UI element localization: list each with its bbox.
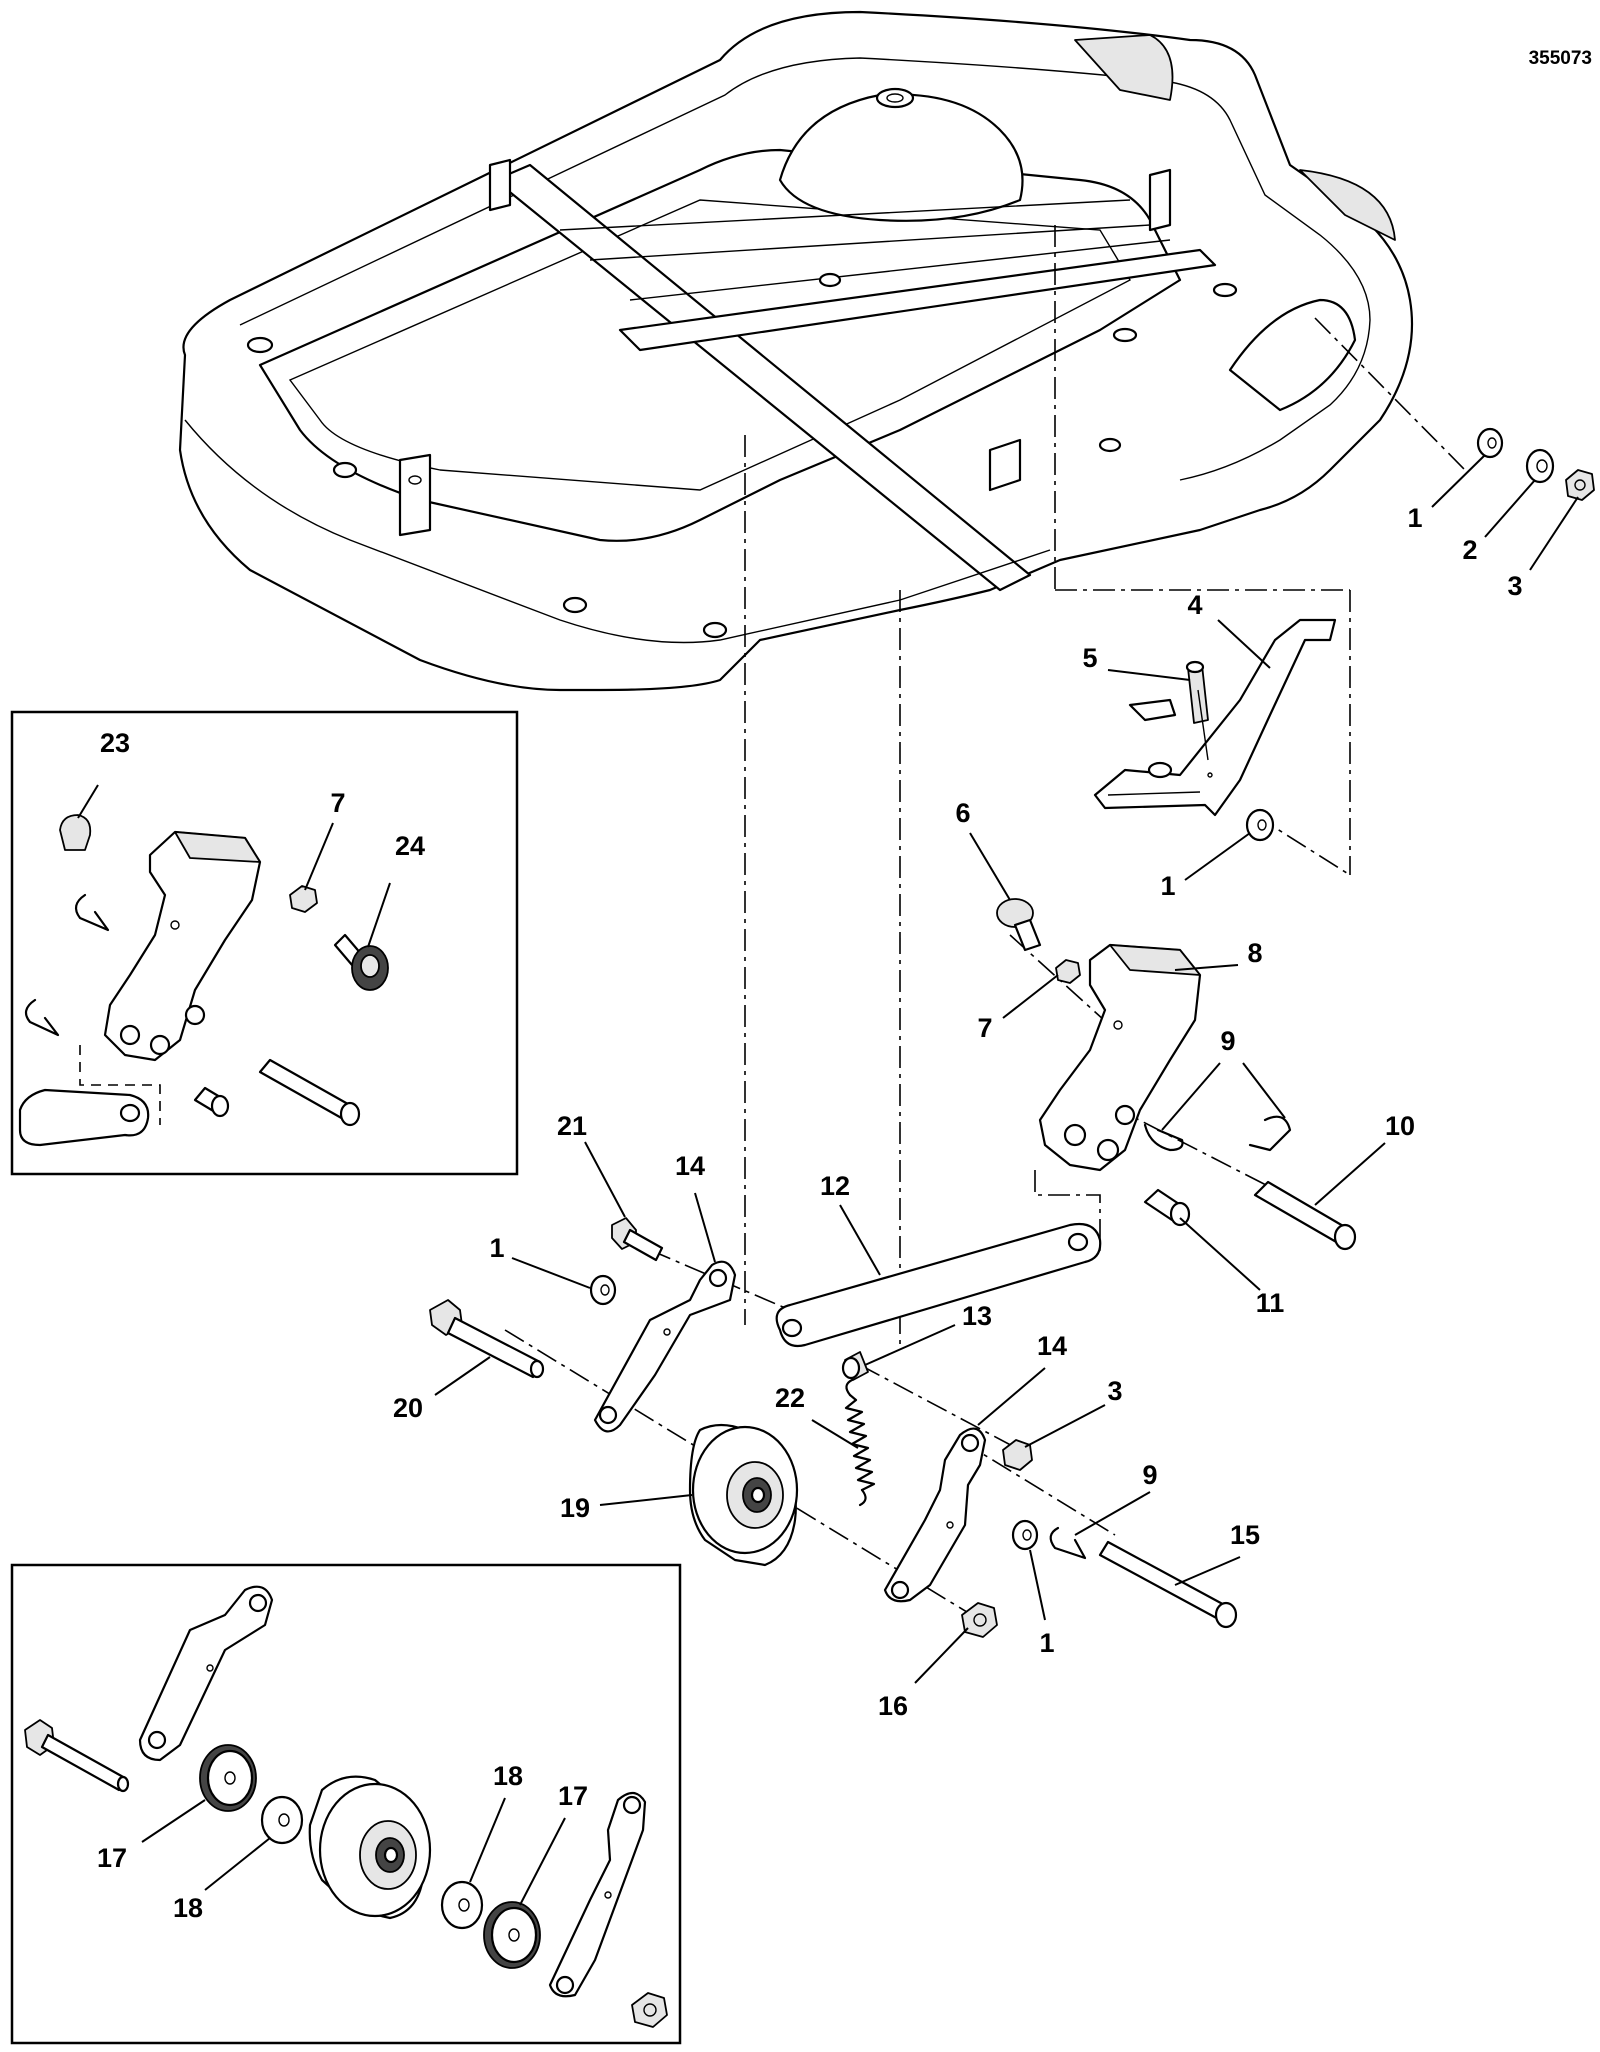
nut-3-mid [1002, 1439, 1033, 1471]
link-12 [775, 1222, 1102, 1348]
idler-arm-14-upper [593, 1260, 737, 1433]
callout-8: 8 [1247, 938, 1262, 968]
callout-6: 6 [955, 798, 970, 828]
bell-crank-8 [1038, 943, 1202, 1172]
leader-lines [77, 454, 1579, 1906]
callout-labels: 1 2 3 4 5 1 6 8 7 9 10 11 21 14 12 1 13 … [97, 503, 1523, 1923]
callout-13: 13 [962, 1301, 992, 1331]
callout-14: 14 [675, 1151, 705, 1181]
pin-11 [1143, 1188, 1191, 1227]
washer-2-top [1525, 448, 1555, 484]
idler-arm-14-lower [883, 1427, 987, 1603]
spring-pin-5 [1185, 660, 1209, 761]
pedal-4 [1093, 618, 1337, 817]
pin-10 [1253, 1180, 1357, 1251]
callout-17: 17 [97, 1843, 127, 1873]
callout-3: 3 [1107, 1376, 1122, 1406]
callout-9: 9 [1142, 1460, 1157, 1490]
frame-assembly [178, 10, 1414, 692]
callout-1: 1 [1160, 871, 1175, 901]
callout-24: 24 [395, 831, 425, 861]
bumper-6 [996, 898, 1042, 952]
callout-9: 9 [1220, 1026, 1235, 1056]
nut-3-top [1565, 469, 1595, 501]
callout-18: 18 [173, 1893, 203, 1923]
callout-22: 22 [775, 1383, 805, 1413]
callout-4: 4 [1187, 590, 1202, 620]
callout-1: 1 [1407, 503, 1422, 533]
callout-7: 7 [977, 1013, 992, 1043]
washer-1-arm [589, 1274, 617, 1306]
washer-1-lower [1011, 1519, 1039, 1551]
callout-23: 23 [100, 728, 130, 758]
washer-1-pedal [1245, 808, 1275, 842]
pin-15 [1098, 1540, 1238, 1629]
callout-21: 21 [557, 1111, 587, 1141]
jam-nut-7 [1055, 959, 1081, 984]
callout-1: 1 [489, 1233, 504, 1263]
callout-7: 7 [330, 788, 345, 818]
callout-2: 2 [1462, 535, 1477, 565]
idler-pulley-19 [688, 1423, 799, 1567]
callout-15: 15 [1230, 1520, 1260, 1550]
inset-bottom-left [10, 1563, 682, 2045]
callout-5: 5 [1082, 643, 1097, 673]
callout-20: 20 [393, 1393, 423, 1423]
hairpin-clip-9-upper [1143, 1115, 1292, 1152]
callout-16: 16 [878, 1691, 908, 1721]
inset-top-left [10, 710, 519, 1176]
callout-14: 14 [1037, 1331, 1067, 1361]
bolt-21 [611, 1217, 664, 1262]
callout-18: 18 [493, 1761, 523, 1791]
washer-1-top [1476, 427, 1504, 459]
hairpin-clip-9-lower [1049, 1526, 1087, 1560]
callout-12: 12 [820, 1171, 850, 1201]
callout-10: 10 [1385, 1111, 1415, 1141]
bolt-20 [429, 1299, 545, 1379]
document-number: 355073 [1529, 48, 1592, 69]
bushing-13 [841, 1351, 869, 1381]
callout-17: 17 [558, 1781, 588, 1811]
callout-3: 3 [1507, 571, 1522, 601]
callout-1: 1 [1039, 1628, 1054, 1658]
callout-11: 11 [1256, 1288, 1285, 1318]
callout-19: 19 [560, 1493, 590, 1523]
nut-16 [961, 1602, 998, 1638]
